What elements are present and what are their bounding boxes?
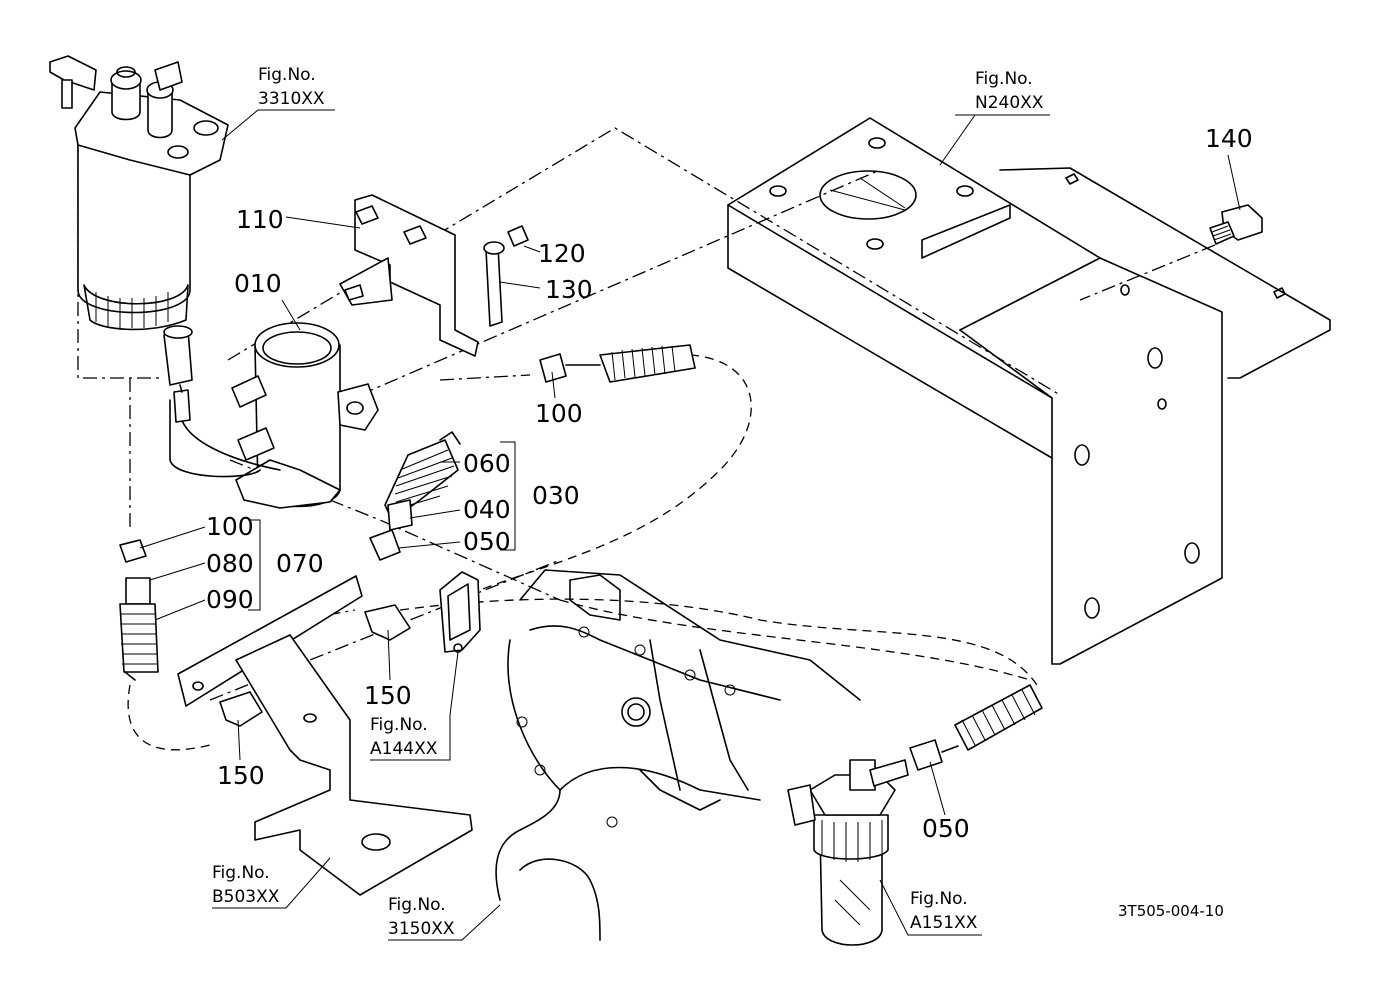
frame-bracket — [727, 117, 1331, 665]
part-label-150-left: 150 — [217, 761, 265, 790]
fuel-filter-3310 — [49, 55, 229, 331]
fig-ref-a144-prefix: Fig.No. — [370, 715, 428, 735]
part-label-060: 060 — [463, 449, 511, 478]
fig-ref-b503-prefix: Fig.No. — [212, 863, 270, 883]
fig-ref-3150-code: 3150XX — [388, 919, 455, 939]
fig-ref-a151-code: A151XX — [910, 913, 978, 933]
engine-block-3150 — [495, 569, 861, 941]
part-label-110: 110 — [236, 205, 284, 234]
part-label-100-top: 100 — [535, 399, 583, 428]
part-label-140: 140 — [1205, 124, 1253, 153]
part-label-130: 130 — [545, 275, 593, 304]
drawing-code: 3T505-004-10 — [1118, 902, 1224, 920]
part-label-120: 120 — [538, 239, 586, 268]
part-label-080: 080 — [206, 549, 254, 578]
fuel-pump-010 — [163, 322, 379, 509]
fig-ref-3150-prefix: Fig.No. — [388, 895, 446, 915]
part-label-010: 010 — [234, 269, 282, 298]
brace-030 — [500, 441, 516, 551]
fig-ref-a151-prefix: Fig.No. — [910, 889, 968, 909]
water-separator-a151 — [787, 759, 909, 946]
leader-lines — [139, 109, 1241, 941]
hose-assembly-070 — [119, 539, 159, 681]
part-label-100-left: 100 — [206, 512, 254, 541]
fig-ref-n240-prefix: Fig.No. — [975, 69, 1033, 89]
fig-ref-b503-code: B503XX — [212, 887, 280, 907]
fig-ref-a144-code: A144XX — [370, 739, 438, 759]
fig-ref-3310-prefix: Fig.No. — [258, 65, 316, 85]
bracket-a144 — [439, 571, 481, 653]
hose-assembly-top — [539, 344, 696, 383]
part-label-050-top: 050 — [463, 527, 511, 556]
clips-150 — [219, 604, 411, 727]
part-label-030: 030 — [532, 481, 580, 510]
part-label-090: 090 — [206, 585, 254, 614]
part-label-070: 070 — [276, 549, 324, 578]
fig-ref-3310-code: 3310XX — [258, 89, 325, 109]
hose-assembly-bottom — [909, 684, 1043, 771]
part-label-050-bottom: 050 — [922, 814, 970, 843]
bracket-110 — [339, 194, 529, 357]
part-label-150-right: 150 — [364, 681, 412, 710]
fig-ref-n240-code: N240XX — [975, 93, 1044, 113]
brace-070 — [248, 519, 261, 611]
bracket-b503 — [177, 575, 473, 896]
bolt-140 — [1209, 204, 1263, 245]
hose-assembly-030 — [369, 431, 461, 561]
part-label-040: 040 — [463, 495, 511, 524]
